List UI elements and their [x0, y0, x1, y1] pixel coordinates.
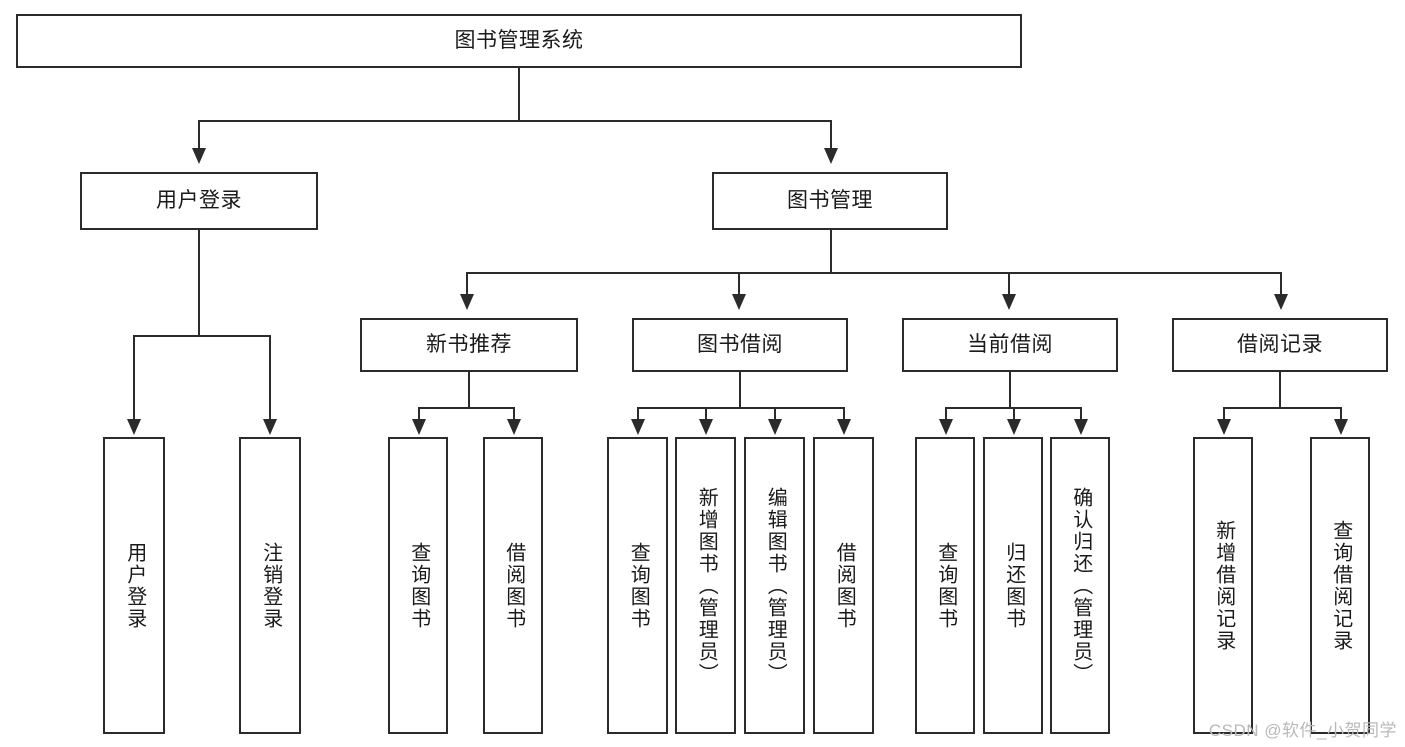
connector-book-borrow-bus: [637, 407, 843, 409]
arrowhead-user-login-leaf-2: [263, 419, 277, 435]
connector-root-stem: [518, 68, 520, 120]
connector-book-borrow-drop-3: [774, 407, 776, 421]
connector-book-borrow-drop-4: [843, 407, 845, 421]
leaf-label: 查询图书: [934, 541, 957, 630]
connector-new-book-stem: [468, 372, 470, 407]
arrowhead-root-to-book-mgmt: [824, 148, 838, 164]
node-label: 图书管理: [787, 189, 873, 213]
leaf-label: 用户登录: [123, 541, 146, 630]
connector-book-mgmt-stem: [830, 230, 832, 272]
node-label: 当前借阅: [967, 333, 1053, 357]
leaf-borrow-borrow-book[interactable]: 借阅图书: [813, 437, 874, 734]
connector-book-mgmt-drop-3: [1008, 272, 1010, 296]
leaf-label: 借阅图书: [502, 541, 525, 630]
arrowhead-current-borrow-leaf-1: [939, 419, 953, 435]
leaf-label: 归还图书: [1002, 541, 1025, 630]
connector-new-book-drop-1: [418, 407, 420, 421]
leaf-borrow-add-book-admin[interactable]: 新增图书（管理员）: [675, 437, 736, 734]
connector-current-borrow-drop-2: [1013, 407, 1015, 421]
connector-current-borrow-drop-1: [945, 407, 947, 421]
leaf-label: 新增图书（管理员）: [695, 486, 718, 685]
arrowhead-user-login-leaf-1: [127, 419, 141, 435]
connector-user-login-stem: [198, 230, 200, 335]
connector-user-login-bus: [133, 335, 269, 337]
arrowhead-book-borrow-leaf-1: [631, 419, 645, 435]
connector-book-mgmt-drop-2: [738, 272, 740, 296]
leaf-borrow-query-book[interactable]: 查询图书: [607, 437, 668, 734]
node-label: 图书管理系统: [454, 29, 584, 53]
connector-root-drop-user: [198, 120, 200, 150]
node-label: 图书借阅: [697, 333, 783, 357]
leaf-label: 借阅图书: [833, 541, 856, 630]
node-current-borrow[interactable]: 当前借阅: [902, 318, 1118, 372]
connector-book-borrow-drop-2: [705, 407, 707, 421]
leaf-record-query[interactable]: 查询借阅记录: [1310, 437, 1370, 734]
connector-borrow-record-drop-2: [1340, 407, 1342, 421]
leaf-current-query-book[interactable]: 查询图书: [915, 437, 975, 734]
leaf-user-login[interactable]: 用户登录: [103, 437, 165, 734]
connector-borrow-record-bus: [1223, 407, 1341, 409]
node-new-book-recommend[interactable]: 新书推荐: [360, 318, 578, 372]
node-book-management[interactable]: 图书管理: [712, 172, 948, 230]
leaf-label: 查询图书: [627, 541, 650, 630]
leaf-logout[interactable]: 注销登录: [239, 437, 301, 734]
arrowhead-book-borrow-leaf-2: [699, 419, 713, 435]
connector-user-login-drop-2: [269, 335, 271, 421]
arrowhead-borrow-record-leaf-1: [1217, 419, 1231, 435]
arrowhead-new-book-leaf-1: [412, 419, 426, 435]
leaf-label: 注销登录: [259, 541, 282, 630]
connector-current-borrow-drop-3: [1080, 407, 1082, 421]
leaf-current-confirm-return-admin[interactable]: 确认归还（管理员）: [1050, 437, 1110, 734]
connector-user-login-drop-1: [133, 335, 135, 421]
arrowhead-current-borrow-leaf-2: [1007, 419, 1021, 435]
leaf-record-add[interactable]: 新增借阅记录: [1193, 437, 1253, 734]
connector-book-mgmt-drop-4: [1280, 272, 1282, 296]
connector-borrow-record-drop-1: [1223, 407, 1225, 421]
leaf-label: 新增借阅记录: [1212, 519, 1235, 652]
connector-borrow-record-stem: [1279, 372, 1281, 407]
node-root-system[interactable]: 图书管理系统: [16, 14, 1022, 68]
leaf-new-book-borrow[interactable]: 借阅图书: [483, 437, 543, 734]
arrowhead-current-borrow-leaf-3: [1074, 419, 1088, 435]
node-label: 新书推荐: [426, 333, 512, 357]
arrowhead-book-borrow-leaf-4: [837, 419, 851, 435]
connector-book-mgmt-drop-1: [466, 272, 468, 296]
connector-new-book-drop-2: [513, 407, 515, 421]
arrowhead-book-mgmt-to-book-borrow: [732, 294, 746, 310]
node-label: 用户登录: [156, 189, 242, 213]
connector-book-borrow-drop-1: [637, 407, 639, 421]
node-user-login[interactable]: 用户登录: [80, 172, 318, 230]
node-book-borrow[interactable]: 图书借阅: [632, 318, 848, 372]
node-label: 借阅记录: [1237, 333, 1323, 357]
connector-root-drop-book: [830, 120, 832, 150]
leaf-new-book-query[interactable]: 查询图书: [388, 437, 448, 734]
connector-new-book-bus: [418, 407, 514, 409]
connector-root-bus: [198, 120, 832, 122]
leaf-label: 查询图书: [407, 541, 430, 630]
leaf-current-return-book[interactable]: 归还图书: [983, 437, 1043, 734]
connector-current-borrow-stem: [1009, 372, 1011, 407]
arrowhead-book-mgmt-to-current-borrow: [1002, 294, 1016, 310]
arrowhead-root-to-user-login: [192, 148, 206, 164]
arrowhead-book-borrow-leaf-3: [768, 419, 782, 435]
connector-book-borrow-stem: [739, 372, 741, 407]
arrowhead-book-mgmt-to-new-book: [460, 294, 474, 310]
leaf-label: 编辑图书（管理员）: [764, 486, 787, 685]
node-borrow-record[interactable]: 借阅记录: [1172, 318, 1388, 372]
leaf-label: 查询借阅记录: [1329, 519, 1352, 652]
arrowhead-borrow-record-leaf-2: [1334, 419, 1348, 435]
arrowhead-book-mgmt-to-borrow-record: [1274, 294, 1288, 310]
connector-book-mgmt-bus: [466, 272, 1280, 274]
leaf-label: 确认归还（管理员）: [1069, 486, 1092, 685]
arrowhead-new-book-leaf-2: [507, 419, 521, 435]
leaf-borrow-edit-book-admin[interactable]: 编辑图书（管理员）: [744, 437, 805, 734]
